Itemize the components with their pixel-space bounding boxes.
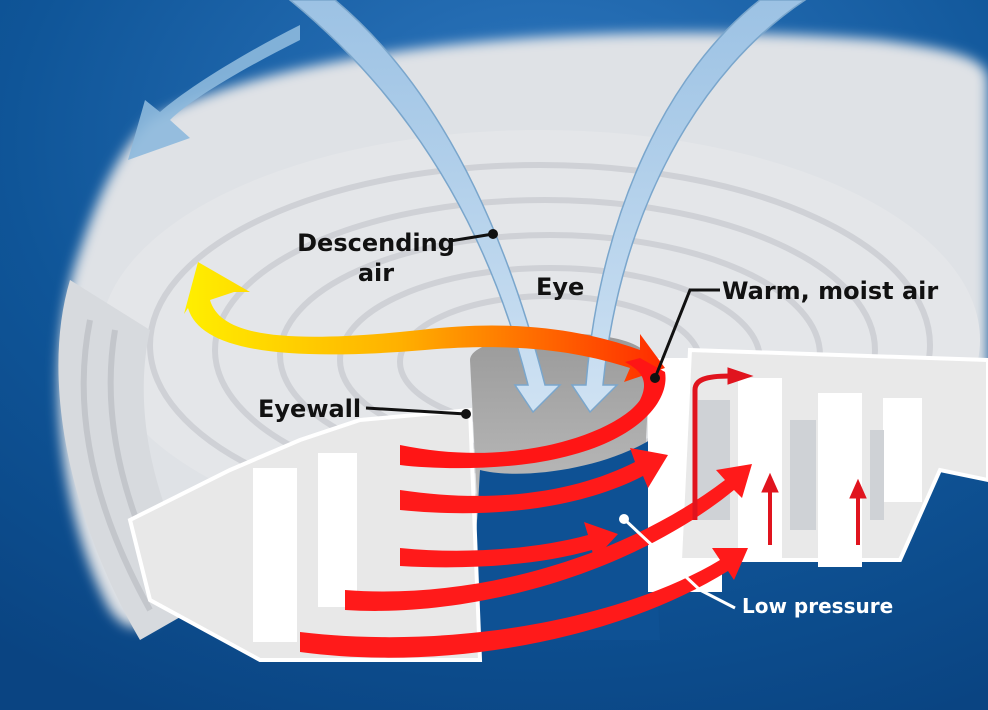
descending-air-arrow-left (288, 0, 562, 414)
rising-outflow-arrow (184, 262, 665, 382)
leader-lines (365, 229, 736, 610)
descending-air-label: Descending air (292, 228, 460, 288)
low-pressure-label: Low pressure (742, 594, 894, 618)
descending-air-arrow-right (570, 0, 807, 414)
warm-moist-air-label: Warm, moist air (722, 277, 939, 305)
updraft-arrows (692, 367, 867, 545)
cloud-wall-shading (698, 400, 884, 530)
descending-air-label-line1: Descending (297, 229, 455, 257)
eyewall-label: Eyewall (258, 395, 362, 423)
outflow-arrow-blue (128, 25, 300, 160)
inflow-arrows (300, 448, 752, 658)
eyewall-spiral-arrow (400, 358, 666, 469)
descending-air-label-line2: air (357, 259, 395, 287)
eye-label: Eye (536, 273, 585, 301)
